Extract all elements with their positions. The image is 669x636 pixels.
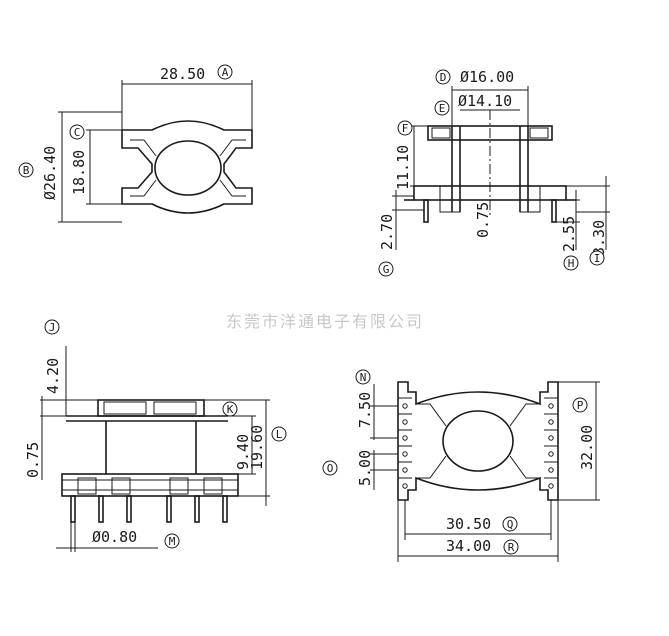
tag-O: O [322, 460, 338, 476]
dim-C-value: 18.80 [70, 150, 88, 195]
svg-text:D: D [440, 71, 447, 84]
tag-B: B [18, 162, 34, 178]
dim-E-value: Ø14.10 [458, 92, 512, 110]
dim-P-value: 32.00 [578, 425, 596, 470]
pin [166, 495, 172, 523]
company-watermark: 东莞市洋通电子有限公司 [226, 312, 424, 331]
tag-P: P [572, 397, 588, 413]
dim-A-value: 28.50 [160, 65, 205, 83]
svg-text:K: K [227, 403, 234, 416]
bore-circle [154, 140, 222, 196]
svg-text:A: A [222, 66, 229, 79]
front-view: Ø16.00 Ø14.10 11.10 2.70 0.75 2.55 3.30 [378, 68, 610, 256]
svg-text:O: O [327, 462, 334, 475]
svg-text:P: P [577, 399, 584, 412]
svg-text:E: E [439, 102, 446, 115]
dim-M-value: Ø0.80 [92, 528, 137, 546]
dim-L-value: 19.60 [248, 425, 266, 470]
tag-Q: Q [502, 516, 518, 532]
svg-text:L: L [276, 428, 283, 441]
pin [222, 495, 228, 523]
svg-text:G: G [383, 263, 390, 276]
svg-text:C: C [74, 126, 81, 139]
tag-E: E [434, 100, 450, 116]
tag-D: D [435, 69, 451, 85]
svg-text:H: H [568, 257, 575, 270]
tag-M: M [164, 533, 180, 549]
dim-N-value: 7.50 [356, 392, 374, 428]
dim-B-value: Ø26.40 [41, 146, 59, 200]
tag-L: L [271, 426, 287, 442]
top-flange [427, 125, 553, 141]
svg-text:I: I [594, 252, 601, 265]
pin [98, 495, 104, 523]
dim-D-value: Ø16.00 [460, 68, 514, 86]
dim-Q-value: 30.50 [446, 515, 491, 533]
bottom-bore-circle [442, 410, 514, 472]
tag-K: K [222, 401, 238, 417]
dim-O-value: 5.00 [356, 450, 374, 486]
dim-H-value: 2.55 [560, 216, 578, 252]
svg-text:J: J [49, 321, 56, 334]
svg-text:B: B [23, 164, 30, 177]
tag-G: G [378, 261, 394, 277]
svg-text:R: R [508, 541, 515, 554]
dim-R-value: 34.00 [446, 537, 491, 555]
tag-C: C [69, 124, 85, 140]
tag-H: H [563, 255, 579, 271]
tag-I: I [589, 250, 605, 266]
dim-J-value: 4.20 [44, 358, 62, 394]
dim-F-value: 11.10 [394, 145, 412, 190]
dim-G-value: 2.70 [378, 214, 396, 250]
svg-text:N: N [360, 371, 367, 384]
side-base [61, 473, 239, 497]
svg-text:F: F [402, 122, 409, 135]
svg-text:M: M [169, 535, 176, 548]
dim-K-value: 9.40 [234, 434, 252, 470]
tag-F: F [397, 120, 413, 136]
tag-R: R [503, 539, 519, 555]
top-view: 28.50 Ø26.40 18.80 [41, 65, 253, 223]
dim-side-gap-value: 0.75 [24, 442, 42, 478]
side-view: 4.20 0.75 9.40 19.60 Ø0.80 [24, 346, 270, 552]
pin [70, 495, 76, 523]
tag-A: A [217, 64, 233, 80]
dim-center-gap-value: 0.75 [474, 202, 492, 238]
pin [126, 495, 132, 523]
bottom-view-body [397, 381, 559, 501]
dim-I-value: 3.30 [590, 220, 608, 256]
tag-J: J [44, 319, 60, 335]
bottom-view: 7.50 5.00 32.00 30.50 34.00 [356, 381, 600, 562]
pin [194, 495, 200, 523]
svg-text:Q: Q [507, 518, 514, 531]
tag-N: N [355, 369, 371, 385]
top-view-body [121, 120, 253, 214]
